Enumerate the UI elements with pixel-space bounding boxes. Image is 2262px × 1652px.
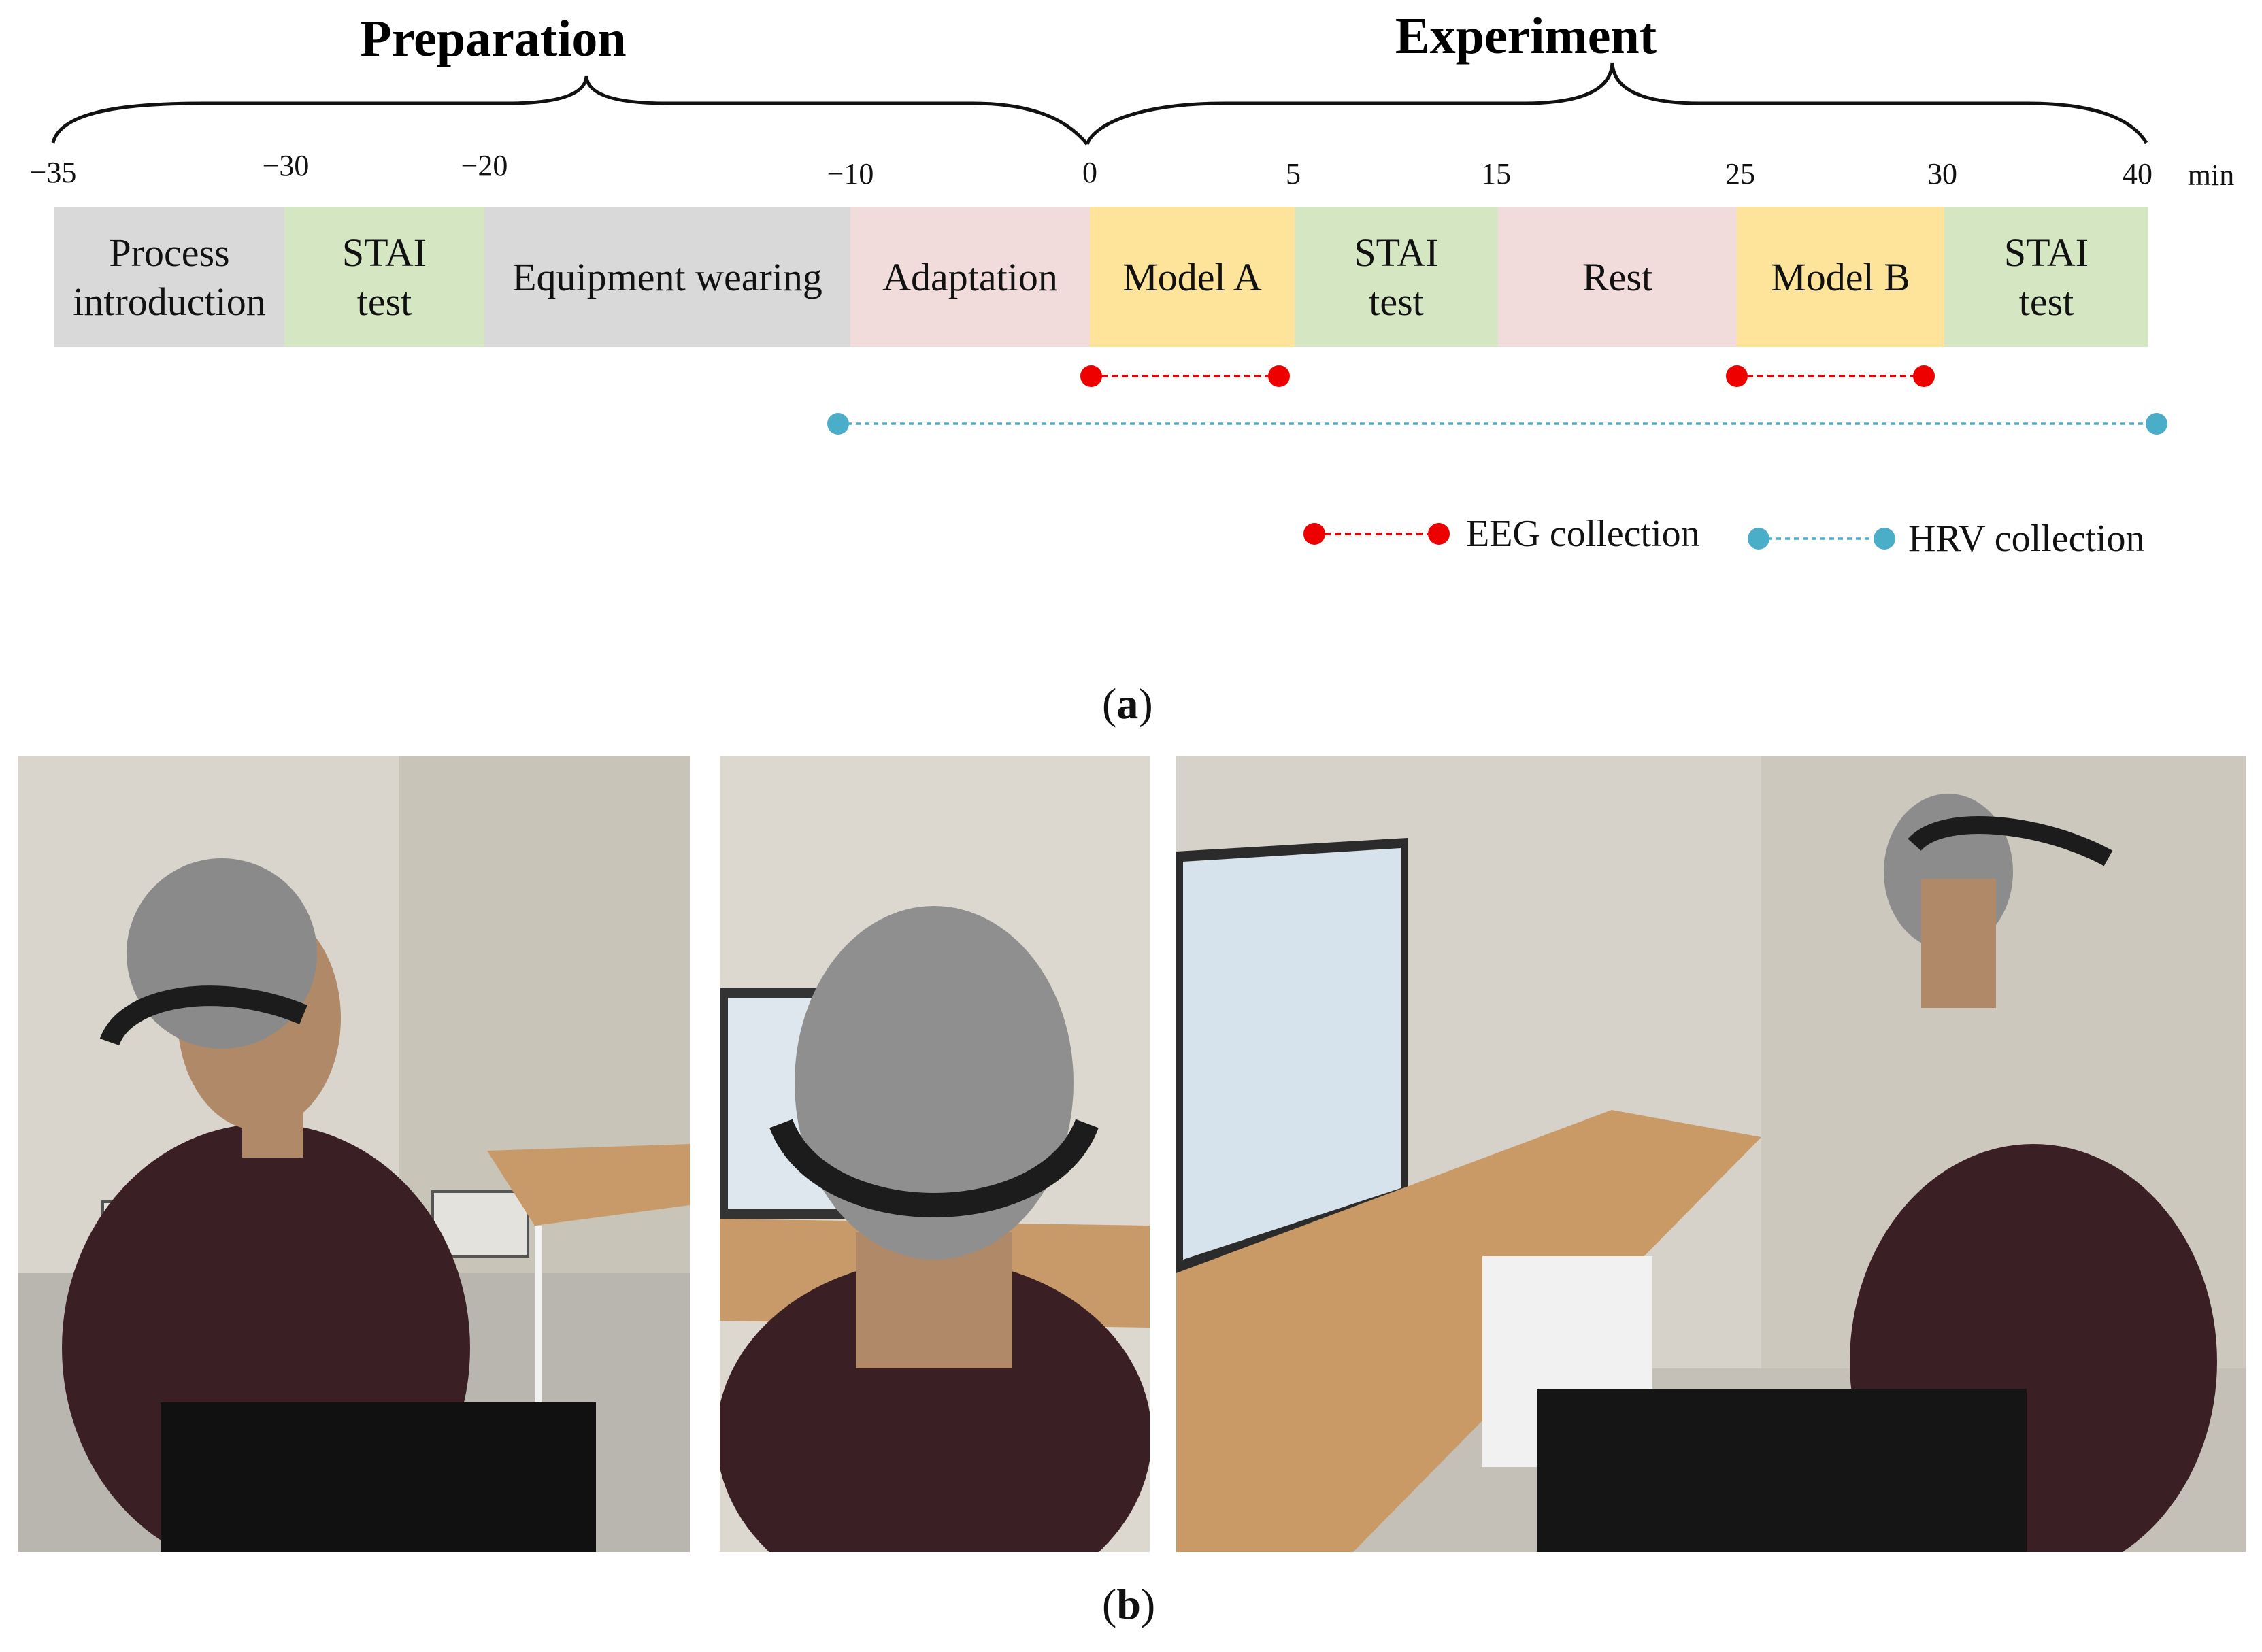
segment-bar: Process introduction STAI test Equipment wea…: [54, 207, 2148, 347]
caption-b: (b): [1102, 1580, 1156, 1628]
tick-label: 30: [1927, 157, 1957, 190]
tick-label: −35: [30, 156, 77, 189]
tick-label: 40: [2123, 157, 2152, 190]
hrv-dot: [827, 413, 849, 435]
tick-label: −30: [263, 149, 310, 182]
eeg-dot: [1913, 365, 1935, 387]
timeline-segment: [54, 207, 284, 347]
tick-label: −20: [461, 149, 508, 182]
segment-label: Model B: [1771, 255, 1910, 299]
timeline-segment: [1737, 207, 1944, 347]
legend-eeg-dot: [1428, 523, 1450, 545]
timeline-segment: [284, 207, 484, 347]
experiment-brace: [1085, 62, 2148, 146]
tick-label: 0: [1082, 156, 1097, 189]
preparation-brace: [51, 75, 1088, 146]
timeline-segment: [484, 207, 850, 347]
photo-experiment-setup: [1176, 756, 2246, 1552]
segment-label: Model A: [1122, 255, 1262, 299]
segment-label: STAI: [342, 231, 427, 275]
segment-label: test: [1369, 280, 1424, 324]
segment-label: Equipment wearing: [512, 255, 822, 299]
segment-label: Adaptation: [882, 255, 1058, 299]
legend-eeg-label: EEG collection: [1466, 513, 1700, 555]
legend-hrv-dot: [1874, 528, 1895, 550]
timeline-segment: [1498, 207, 1737, 347]
legend: EEG collection HRV collection: [1303, 513, 2145, 560]
segment-label: STAI: [1354, 231, 1438, 275]
tick-label: 15: [1481, 157, 1511, 190]
legend-hrv-dot: [1748, 528, 1769, 550]
tick-label: −10: [827, 157, 874, 190]
timeline-segment: [1944, 207, 2148, 347]
photo-back-view: [720, 756, 1150, 1552]
timeline-segment: [1090, 207, 1295, 347]
caption-a: (a): [1102, 679, 1153, 728]
legend-eeg-dot: [1303, 523, 1325, 545]
tick-label: 5: [1286, 157, 1301, 190]
hrv-dot: [2146, 413, 2167, 435]
segment-label: test: [357, 280, 412, 324]
phase-title-experiment: Experiment: [1395, 7, 1657, 65]
legend-hrv-label: HRV collection: [1908, 518, 2145, 560]
eeg-collection-marks: [1080, 365, 1935, 387]
timeline-segment: [1295, 207, 1498, 347]
segment-label: Rest: [1582, 255, 1652, 299]
tick-label: 25: [1725, 157, 1755, 190]
photo-side-view: [18, 756, 690, 1552]
phase-title-preparation: Preparation: [360, 10, 626, 67]
timeline-diagram: Preparation Experiment −35 −30 −20 −10 0…: [30, 7, 2235, 560]
eeg-dot: [1726, 365, 1748, 387]
segment-label: STAI: [2004, 231, 2089, 275]
segment-label: Process: [109, 231, 229, 275]
segment-label: test: [2019, 280, 2074, 324]
segment-label: introduction: [73, 280, 266, 324]
unit-label: min: [2188, 158, 2234, 192]
timeline-segment: [850, 207, 1090, 347]
hrv-collection-marks: [827, 413, 2167, 435]
eeg-dot: [1080, 365, 1102, 387]
eeg-dot: [1268, 365, 1290, 387]
